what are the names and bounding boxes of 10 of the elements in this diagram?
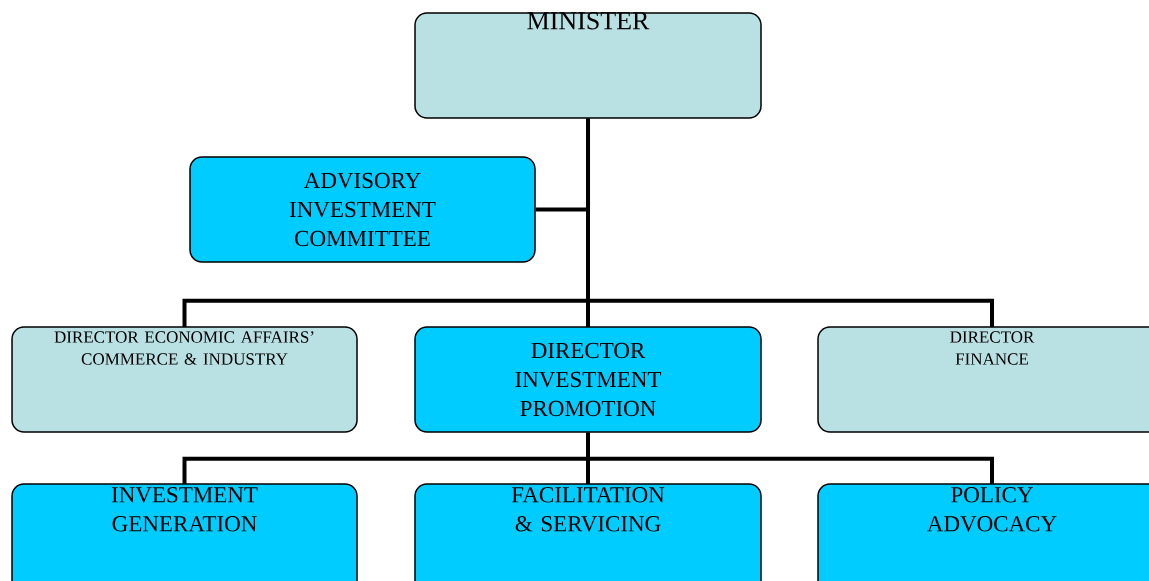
connector-line xyxy=(586,432,994,484)
org-box: DIRECTOR INVESTMENT PROMOTION xyxy=(414,326,762,433)
org-box: DIRECTOR ECONOMIC AFFAIRS’ COMMERCE & INDUSTRY xyxy=(11,326,358,433)
connector-line xyxy=(586,118,994,327)
org-box: DIRECTOR FINANCE xyxy=(817,326,1149,433)
org-box: FACILITATION & SERVICING xyxy=(414,483,762,581)
org-box: MINISTER xyxy=(414,12,762,119)
org-box: POLICY ADVOCACY xyxy=(817,483,1149,581)
org-box: ADVISORY INVESTMENT COMMITTEE xyxy=(189,156,536,263)
org-box: INVESTMENT GENERATION xyxy=(11,483,358,581)
